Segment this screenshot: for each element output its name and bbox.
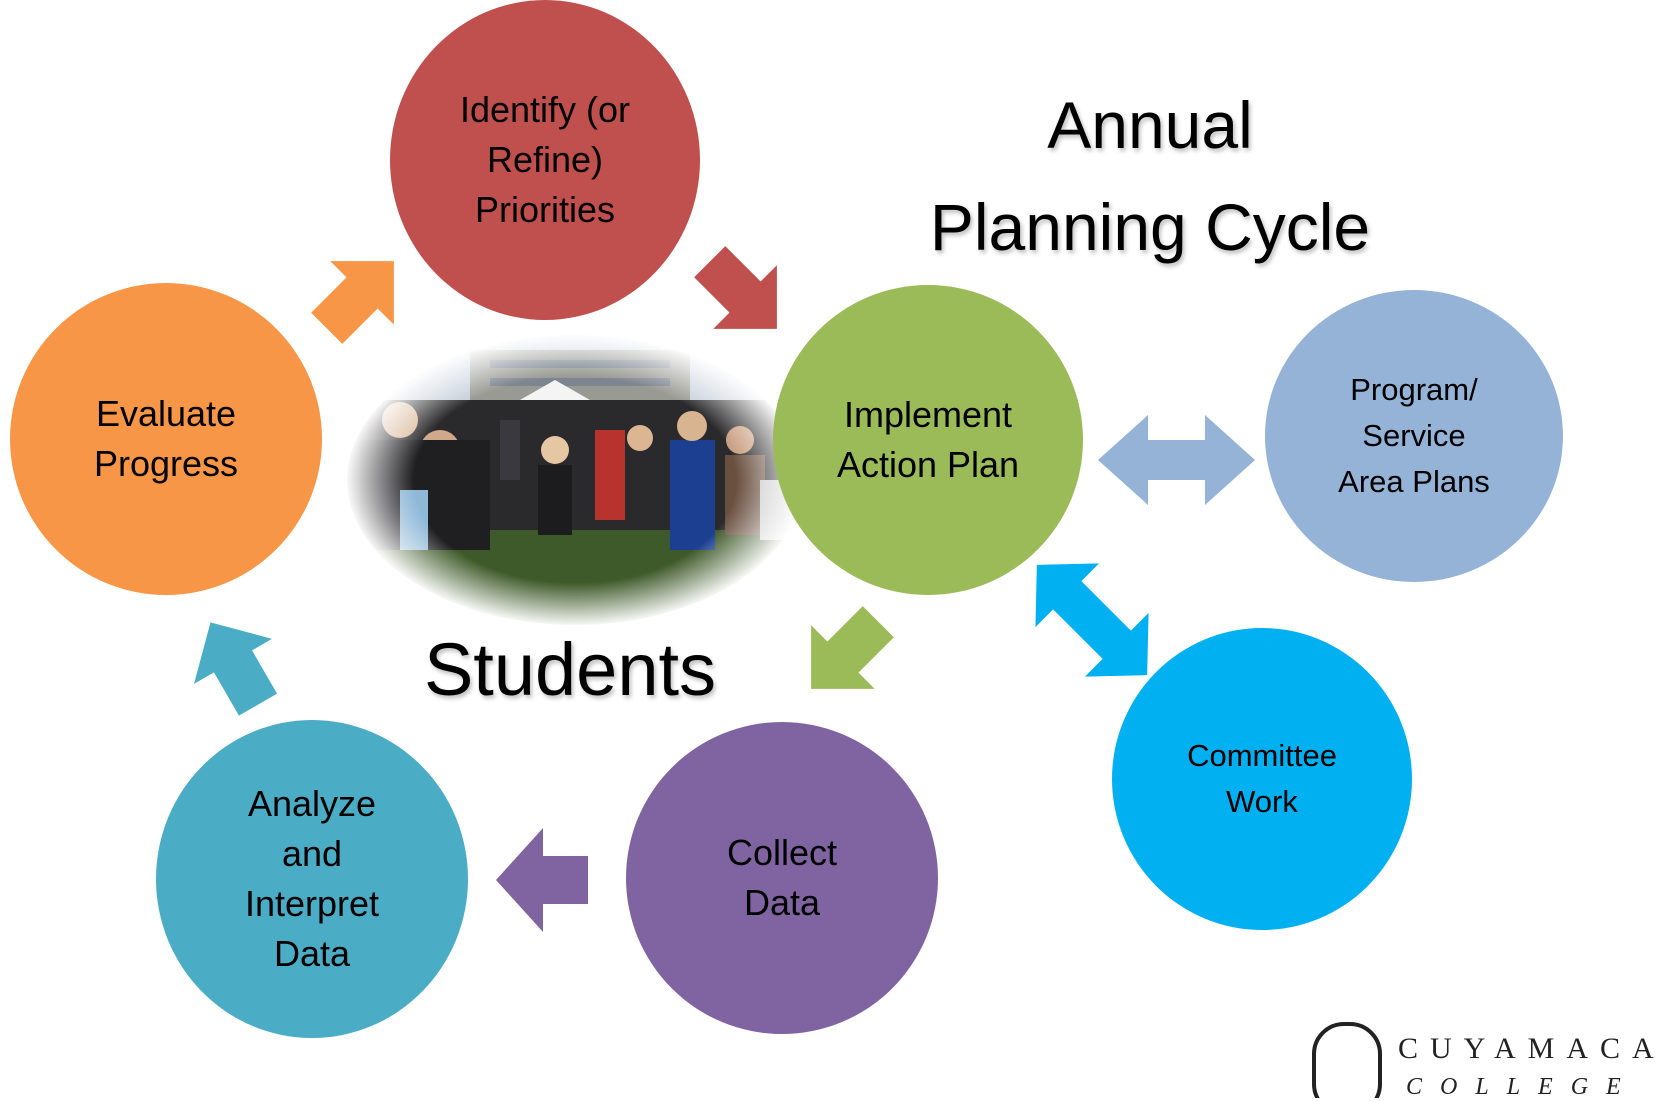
arrow-implement-committee — [1035, 563, 1149, 677]
node-evaluate-line-2: Progress — [93, 443, 239, 484]
node-analyze-line-2: and — [281, 833, 343, 874]
diagram-title: Annual Planning Cycle — [860, 74, 1440, 278]
node-identify-line-3: Priorities — [474, 189, 615, 230]
node-identify-line-2: Refine) — [486, 139, 604, 180]
node-committee-line-2: Work — [1226, 784, 1298, 819]
cuyamaca-college-logo: CUYAMACA COLLEGE — [1310, 1020, 1660, 1100]
node-analyze-interpret-data: Analyze and Interpret Data — [156, 720, 468, 1038]
logo-name: CUYAMACA — [1398, 1032, 1660, 1065]
node-program-line-3: Area Plans — [1338, 464, 1490, 499]
node-implement-line-2: Action Plan — [836, 444, 1020, 485]
cuyamaca-crescent-logo — [1312, 1022, 1382, 1098]
arrow-evaluate-to-identify — [311, 261, 394, 344]
logo-subtitle: COLLEGE — [1406, 1074, 1639, 1100]
node-identify-line-1: Identify (or — [459, 89, 631, 130]
arrow-implement-program — [1098, 415, 1255, 505]
arrow-identify-to-implement — [694, 246, 777, 329]
node-identify-priorities: Identify (or Refine) Priorities — [390, 0, 700, 320]
node-evaluate-line-1: Evaluate — [95, 393, 237, 434]
node-program-service-area-plans: Program/ Service Area Plans — [1265, 290, 1563, 582]
center-label: Students — [423, 628, 717, 711]
node-evaluate-progress: Evaluate Progress — [10, 283, 322, 595]
node-collect-line-1: Collect — [726, 832, 838, 873]
node-program-line-2: Service — [1362, 418, 1466, 453]
node-implement-line-1: Implement — [843, 394, 1013, 435]
arrow-collect-to-analyze — [496, 828, 588, 932]
arrow-analyze-to-evaluate — [194, 622, 278, 716]
title-line-1: Annual — [1047, 88, 1253, 162]
node-implement-action-plan: Implement Action Plan — [773, 285, 1083, 595]
title-line-2: Planning Cycle — [929, 190, 1371, 264]
node-analyze-line-3: Interpret — [244, 883, 380, 924]
node-collect-data: Collect Data — [626, 722, 938, 1034]
arrow-implement-to-collect — [811, 606, 894, 689]
node-analyze-line-1: Analyze — [247, 783, 377, 824]
node-committee-line-1: Committee — [1187, 738, 1337, 773]
node-analyze-line-4: Data — [273, 933, 351, 974]
node-committee-work: Committee Work — [1112, 628, 1412, 930]
node-collect-line-2: Data — [743, 882, 821, 923]
graduation-crowd-photo — [345, 333, 805, 627]
node-program-line-1: Program/ — [1350, 372, 1478, 407]
